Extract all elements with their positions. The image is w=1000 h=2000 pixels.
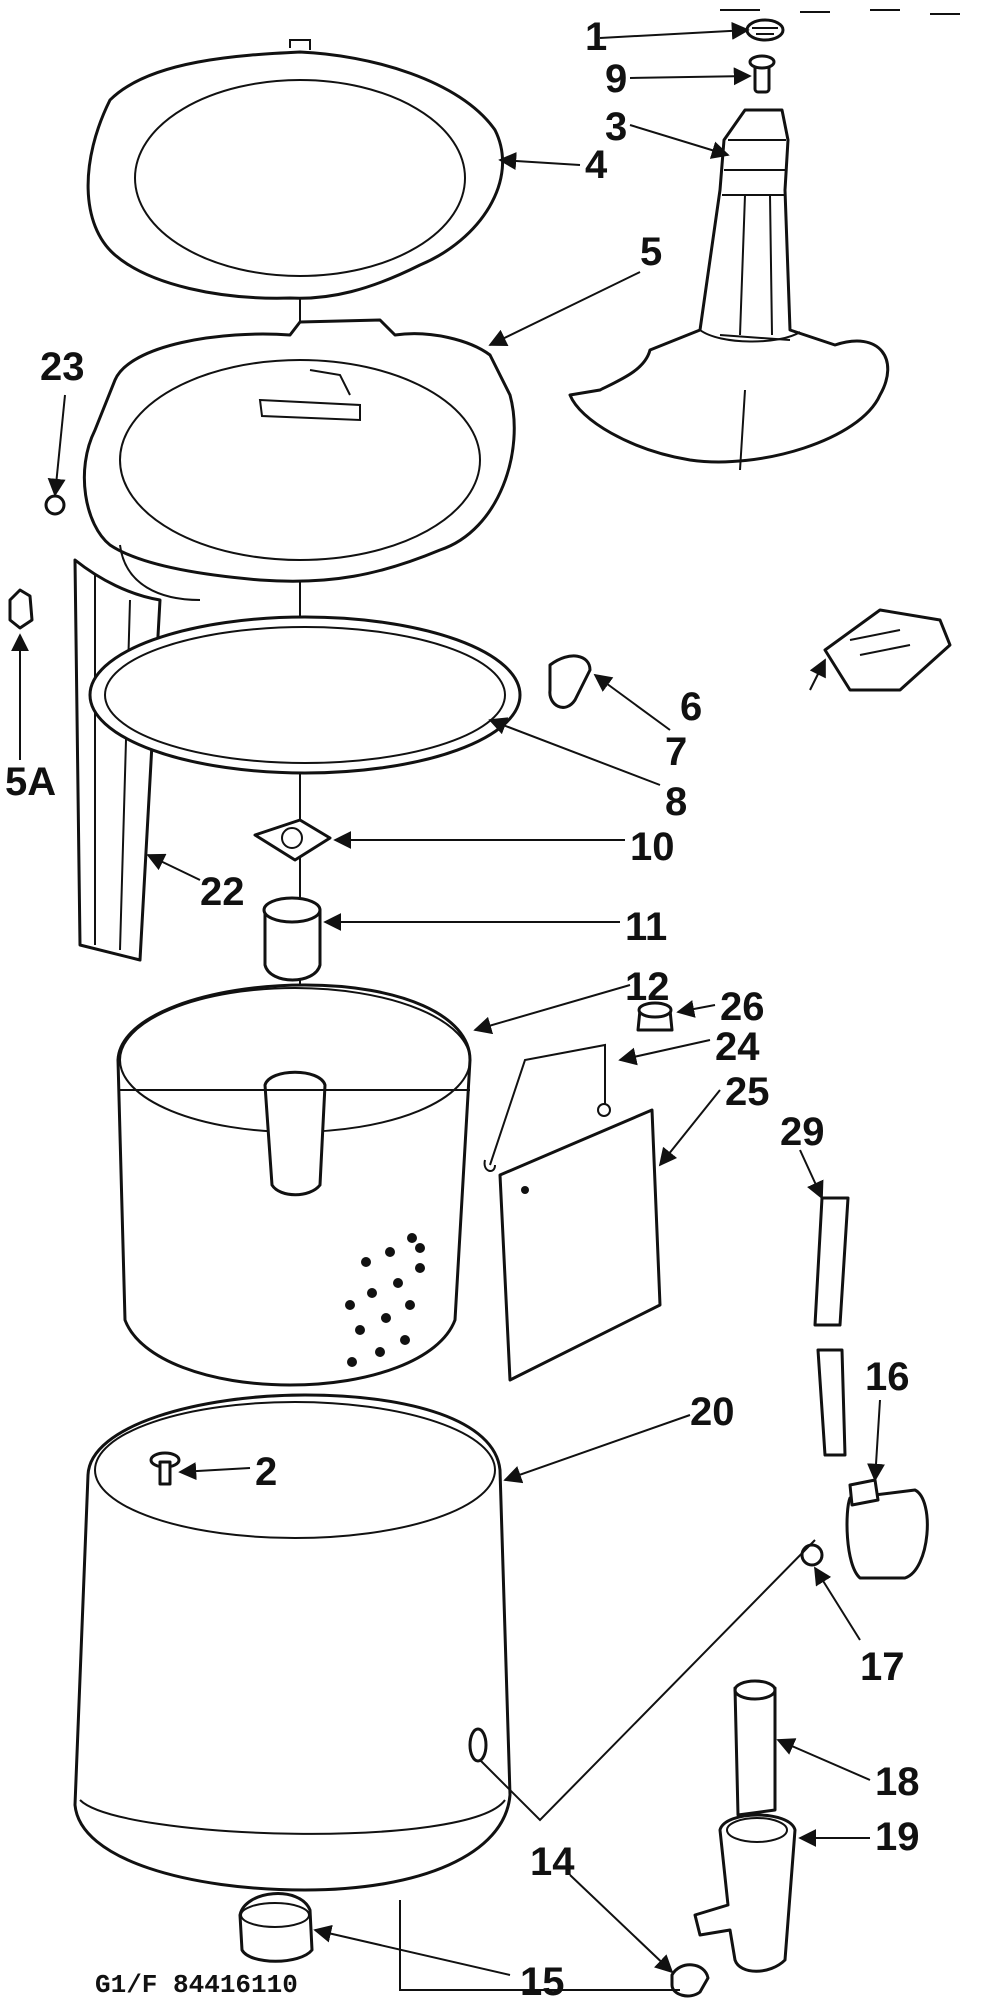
drain-connection-line (399, 1539, 816, 1991)
part-labels: 1 9 3 4 5 23 5A 6 7 8 10 22 11 12 26 24 … (5, 15, 920, 2000)
label-part-4: 4 (585, 143, 608, 187)
leader-lines (10, 21, 885, 1976)
part-2-screw (149, 1451, 181, 1486)
part-10-seal (253, 818, 332, 862)
label-part-18: 18 (875, 1760, 920, 1804)
basket-holes (345, 1233, 425, 1367)
label-part-19: 19 (875, 1815, 920, 1859)
part-1-cap (745, 18, 785, 42)
part-14-clamp (670, 1963, 710, 1998)
part-8-gasket (88, 615, 522, 775)
part-5-top-cover (82, 318, 516, 601)
label-part-23: 23 (40, 345, 85, 389)
label-part-15: 15 (520, 1960, 565, 2000)
label-part-11: 11 (625, 905, 667, 949)
footer-code: G1/F 84416110 (95, 1970, 298, 2000)
part-20-tub (73, 1393, 512, 1892)
label-part-14: 14 (530, 1840, 575, 1884)
part-24-wire (483, 1043, 606, 1172)
part-16-pump (845, 1478, 929, 1580)
label-part-12: 12 (625, 965, 670, 1009)
label-part-17: 17 (860, 1645, 905, 1689)
part-11-hub (262, 896, 322, 982)
part-3-agitator (568, 108, 890, 471)
part-18-tube (733, 1679, 777, 1817)
part-19-fitting (693, 1813, 797, 1973)
label-part-7: 7 (665, 730, 687, 774)
part-6-switch (823, 608, 952, 692)
label-part-1: 1 (585, 15, 607, 59)
label-part-5: 5 (640, 230, 662, 274)
label-part-3: 3 (605, 105, 627, 149)
label-part-29: 29 (780, 1110, 825, 1154)
label-part-26: 26 (720, 985, 765, 1029)
top-edge-marks (720, 9, 960, 15)
label-part-20: 20 (690, 1390, 735, 1434)
part-17-connector (800, 1543, 824, 1567)
label-part-16: 16 (865, 1355, 910, 1399)
part-29-hose (813, 1196, 850, 1457)
label-part-5a: 5A (5, 760, 56, 804)
label-part-25: 25 (725, 1070, 770, 1114)
label-part-10: 10 (630, 825, 675, 869)
label-part-8: 8 (665, 780, 687, 824)
label-part-6: 6 (680, 685, 702, 729)
part-9-bolt (748, 54, 776, 94)
part-23-clip (44, 494, 66, 516)
label-part-2: 2 (255, 1450, 277, 1494)
label-part-22: 22 (200, 870, 245, 914)
part-12-basket (116, 983, 472, 1387)
part-5a-bracket (8, 588, 34, 630)
part-7-clip (548, 654, 592, 709)
label-part-24: 24 (715, 1025, 760, 1069)
label-part-9: 9 (605, 57, 627, 101)
part-25-panel (498, 1108, 662, 1382)
part-4-ring (86, 39, 505, 300)
part-26-plug (636, 1001, 674, 1032)
part-15-bearing (238, 1892, 314, 1963)
part-22-shroud (73, 558, 162, 962)
